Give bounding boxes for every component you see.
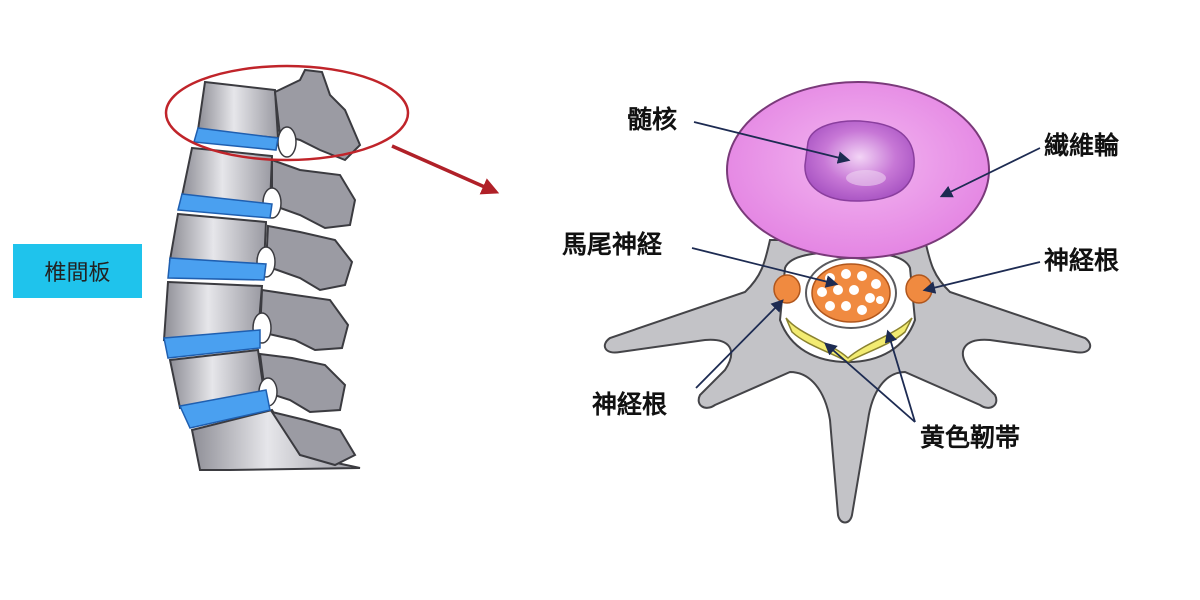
nerve-root-left-label: 神経根 [592, 390, 668, 419]
ligamentum-flavum-label: 黄色靭帯 [920, 423, 1021, 452]
vertebra-cross-section [603, 81, 1092, 524]
nucleus-pulposus-shape [804, 120, 915, 202]
nerve-root-right-label: 神経根 [1044, 246, 1120, 275]
vertebral-bodies [162, 80, 361, 471]
spine-side-view [162, 64, 500, 471]
nucleus-pulposus-label: 髄核 [627, 105, 678, 134]
intervertebral-disc-label: 椎間板 [44, 261, 111, 286]
intervertebral-disc-label-box: 椎間板 [13, 244, 142, 298]
nerve-root-left-shape [773, 274, 801, 304]
sacrum [190, 408, 361, 471]
annulus-fibrosus-label: 繊維輪 [1044, 131, 1120, 160]
highlight-ellipse [164, 64, 410, 162]
zoom-arrow [391, 144, 500, 195]
cauda-equina [805, 257, 897, 329]
foramina [252, 126, 297, 407]
intervertebral-discs [163, 127, 279, 429]
label-arrows [691, 121, 1041, 423]
vertebral-arch [603, 239, 1092, 524]
cauda-equina-label: 馬尾神経 [562, 230, 663, 259]
